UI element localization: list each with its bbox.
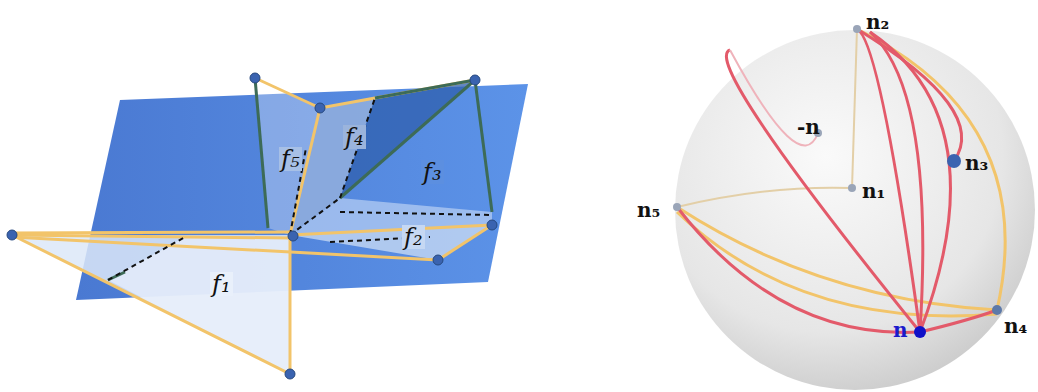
face-label: f₄ (343, 125, 366, 149)
face-label: f₁ (210, 272, 233, 296)
face-label: f₅ (279, 147, 302, 171)
normal-label: n (893, 320, 908, 340)
normal-label: -n (797, 117, 820, 137)
face-label: f₃ (421, 160, 444, 184)
normal-label: n₂ (866, 12, 889, 32)
normal-label: n₁ (862, 181, 885, 201)
face-label: f₂ (402, 225, 425, 249)
normal-label: n₅ (637, 200, 660, 220)
normal-label: n₃ (965, 153, 988, 173)
normal-label: n₄ (1004, 316, 1027, 336)
